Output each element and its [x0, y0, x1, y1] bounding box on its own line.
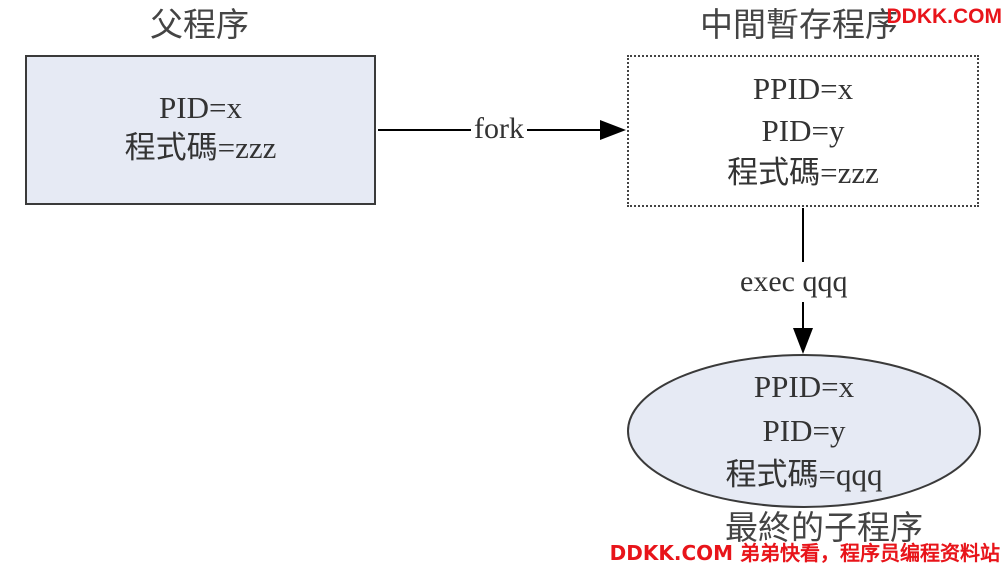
temp-code: 程式碼=zzz	[727, 155, 879, 190]
watermark-bottom: DDKK.COM 弟弟快看，程序员编程资料站	[609, 541, 1000, 565]
temp-pid: PID=y	[761, 113, 845, 148]
temp-ppid: PPID=x	[752, 71, 854, 106]
watermark-top: DDKK.COM	[886, 5, 1003, 28]
temp-process-box: PPID=x PID=y 程式碼=zzz	[627, 55, 979, 207]
fork-arrowhead	[600, 120, 626, 140]
exec-arrowhead	[793, 328, 813, 354]
fork-label: fork	[471, 110, 527, 148]
final-process-content: PPID=x PID=y 程式碼=qqq	[628, 365, 980, 497]
parent-pid: PID=x	[159, 90, 242, 125]
temp-process-title: 中間暫存程序	[700, 8, 898, 44]
parent-process-box: PID=x 程式碼=zzz	[25, 55, 376, 205]
final-pid: PID=y	[762, 413, 846, 448]
final-process-title: 最終的子程序	[725, 511, 923, 547]
parent-code: 程式碼=zzz	[124, 130, 277, 165]
final-process-ellipse	[627, 354, 981, 508]
parent-process-title: 父程序	[150, 8, 249, 44]
final-code: 程式碼=qqq	[725, 457, 883, 492]
exec-label: exec qqq	[738, 262, 850, 302]
final-ppid: PPID=x	[753, 369, 855, 404]
